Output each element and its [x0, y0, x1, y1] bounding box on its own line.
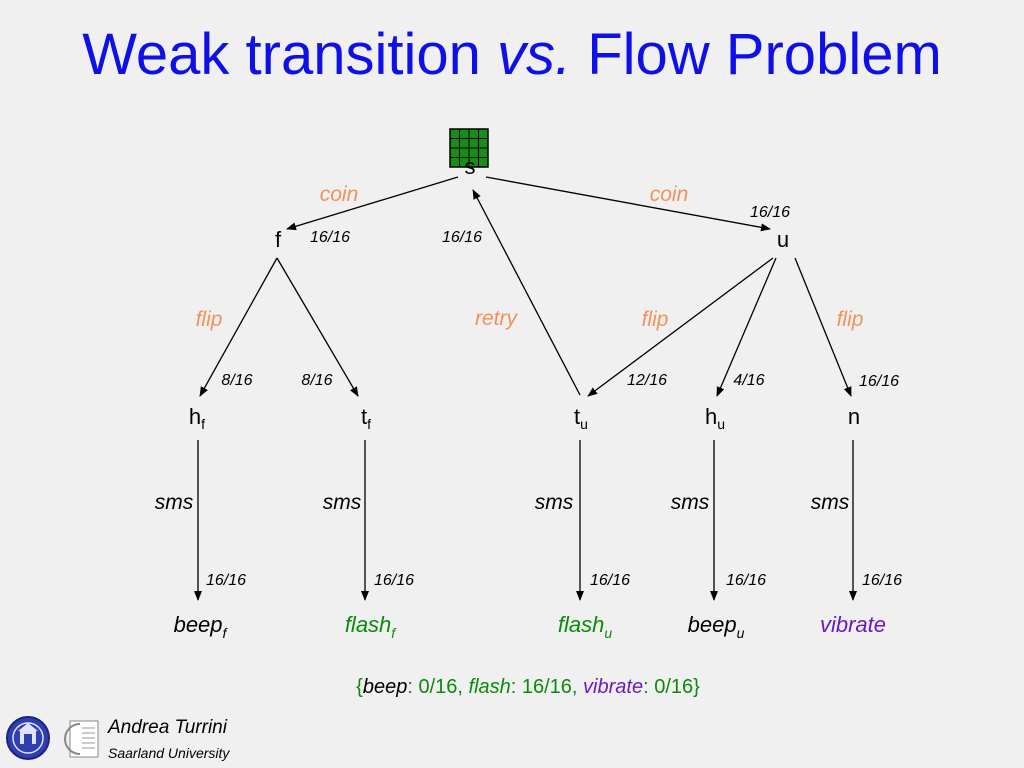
summary-close-brace: } [693, 676, 700, 698]
summary-vibrate-value: : 0/16 [643, 676, 694, 698]
edge-tu-s [472, 189, 581, 396]
node-tu: tu [574, 404, 588, 432]
node-hu: hu [705, 404, 725, 432]
edge-s-u [485, 176, 771, 232]
summary-open-brace: { [356, 676, 363, 698]
summary-beep-value: : 0/16, [407, 676, 469, 698]
start-state-marker [449, 128, 489, 168]
title-part-3: Flow Problem [571, 22, 942, 87]
node-hf: hf [189, 404, 205, 432]
flow-summary: {beep: 0/16, flash: 16/16, vibrate: 0/16… [0, 676, 1024, 699]
flow-s-u: 16/16 [750, 204, 790, 221]
summary-flash-value: : 16/16, [510, 676, 584, 698]
author-affiliation: Saarland University [108, 745, 230, 761]
page-title: Weak transition vs. Flow Problem [0, 26, 1024, 84]
node-tf: tf [361, 404, 371, 432]
department-logo [64, 720, 99, 758]
summary-beep-label: beep [362, 676, 408, 698]
title-part-2: vs. [497, 22, 572, 87]
flow-u-n: 16/16 [859, 373, 899, 390]
node-flash-f: flashf [345, 612, 397, 641]
flow-u-tu: 12/16 [627, 372, 667, 389]
summary-flash-label: flash [468, 676, 511, 698]
summary-vibrate-label: vibrate [583, 676, 644, 698]
action-sms-hu: sms [671, 491, 710, 514]
action-flip-u-right: flip [837, 308, 864, 331]
action-coin-left: coin [320, 183, 359, 206]
edge-u-n [794, 257, 852, 397]
university-seal-logo [6, 716, 50, 760]
action-sms-n: sms [811, 491, 850, 514]
flow-s-f: 16/16 [310, 229, 350, 246]
flow-u-hu: 4/16 [733, 372, 764, 389]
action-coin-right: coin [650, 183, 689, 206]
action-flip-f: flip [196, 308, 223, 331]
node-flash-u: flashu [558, 612, 612, 641]
node-s: s [465, 154, 476, 179]
flow-hf-beepf: 16/16 [206, 572, 246, 589]
action-sms-tu: sms [535, 491, 574, 514]
edge-u-hu [716, 257, 777, 397]
node-f: f [275, 227, 282, 252]
edge-f-tf [276, 257, 359, 397]
action-sms-hf: sms [155, 491, 194, 514]
action-flip-u-mid: flip [642, 308, 669, 331]
author-name: Andrea Turrini [108, 717, 227, 738]
node-u: u [777, 227, 789, 252]
edge-s-f [286, 176, 459, 231]
action-sms-tf: sms [323, 491, 362, 514]
flow-f-hf: 8/16 [221, 372, 252, 389]
flow-n-vibrate: 16/16 [862, 572, 902, 589]
edge-f-hf [199, 257, 278, 397]
flow-hu-beepu: 16/16 [726, 572, 766, 589]
node-n: n [848, 404, 860, 429]
edge-u-tu [587, 257, 774, 397]
action-retry: retry [475, 307, 519, 330]
flow-f-tf: 8/16 [301, 372, 332, 389]
flow-tu-s: 16/16 [442, 229, 482, 246]
node-beep-f: beepf [174, 612, 229, 641]
node-vibrate: vibrate [820, 612, 886, 637]
flow-tf-flashf: 16/16 [374, 572, 414, 589]
title-part-1: Weak transition [82, 22, 497, 87]
flow-tu-flashu: 16/16 [590, 572, 630, 589]
node-beep-u: beepu [688, 612, 745, 641]
